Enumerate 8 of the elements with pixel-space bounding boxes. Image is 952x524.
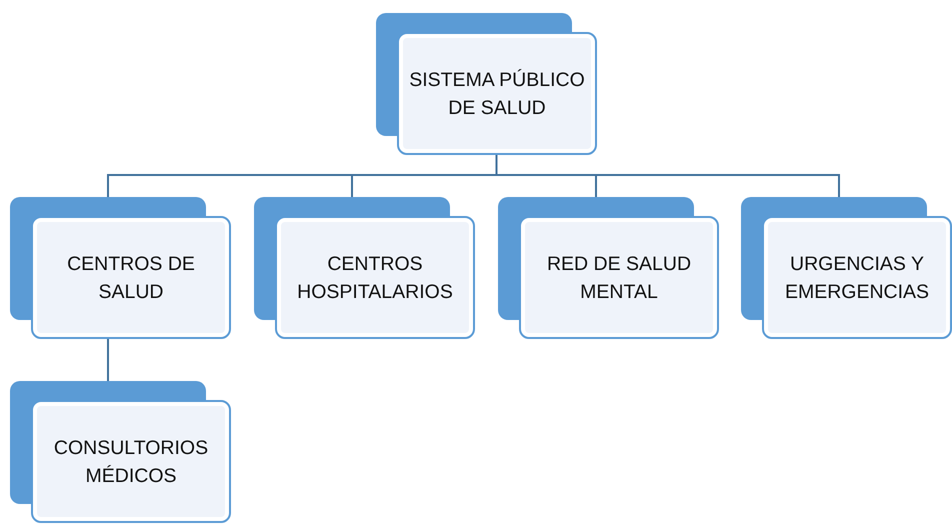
box-label: URGENCIAS Y EMERGENCIAS — [784, 252, 930, 304]
box-label: CENTROS HOSPITALARIOS — [296, 252, 454, 304]
box-label: CENTROS DE SALUD — [66, 252, 196, 304]
box-label: SISTEMA PÚBLICO DE SALUD — [408, 68, 586, 120]
box-label: CONSULTORIOS MÉDICOS — [52, 436, 210, 488]
connector-line — [496, 155, 840, 197]
connector-line — [107, 339, 109, 381]
box-label: RED DE SALUD MENTAL — [546, 252, 692, 304]
